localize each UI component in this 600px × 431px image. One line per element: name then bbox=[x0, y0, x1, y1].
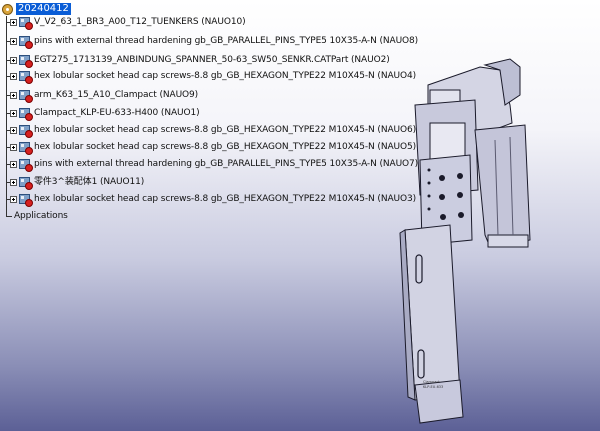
tree-node-label: pins with external thread hardening gb_G… bbox=[34, 159, 419, 169]
tree-node[interactable]: hex lobular socket head cap screws-8.8 g… bbox=[6, 123, 417, 138]
part-icon bbox=[19, 176, 33, 190]
part-icon bbox=[19, 54, 33, 68]
small-hole bbox=[427, 207, 431, 211]
tree-node[interactable]: hex lobular socket head cap screws-8.8 g… bbox=[6, 140, 417, 155]
cylinder-body bbox=[474, 124, 531, 248]
applications-label: Applications bbox=[14, 211, 68, 221]
small-hole bbox=[427, 181, 431, 185]
bolt-hole bbox=[457, 173, 463, 179]
part-icon bbox=[19, 70, 33, 84]
tree-node-label: V_V2_63_1_BR3_A00_T12_TUENKERS (NAUO10) bbox=[34, 17, 246, 27]
tree-node[interactable]: hex lobular socket head cap screws-8.8 g… bbox=[6, 192, 417, 207]
tree-applications[interactable]: Applications bbox=[6, 208, 68, 223]
tree-node-label: hex lobular socket head cap screws-8.8 g… bbox=[34, 142, 417, 152]
slot-hole bbox=[415, 254, 423, 284]
product-icon bbox=[1, 3, 13, 15]
part-icon bbox=[19, 16, 33, 30]
expand-icon[interactable] bbox=[10, 56, 17, 64]
bolt-hole bbox=[439, 194, 445, 200]
bolt-hole bbox=[440, 214, 446, 220]
tree-node-label: hex lobular socket head cap screws-8.8 g… bbox=[34, 125, 417, 135]
tree-node[interactable]: arm_K63_15_A10_Clampact (NAUO9) bbox=[6, 88, 199, 103]
bolt-hole bbox=[439, 175, 445, 181]
expand-icon[interactable] bbox=[10, 72, 17, 80]
arm-side bbox=[399, 229, 416, 401]
tree-node-label: 零件3^装配体1 (NAUO11) bbox=[34, 177, 145, 187]
bolt-hole bbox=[457, 192, 463, 198]
small-hole bbox=[427, 168, 431, 172]
specification-tree: 20240412 V_V2_63_1_BR3_A00_T12_TUENKERS … bbox=[0, 2, 419, 223]
part-icon bbox=[19, 141, 33, 155]
tree-node[interactable]: 零件3^装配体1 (NAUO11) bbox=[6, 175, 145, 190]
part-icon bbox=[19, 89, 33, 103]
3d-model-viewport[interactable]: Clampact KLP-EU-633 bbox=[360, 45, 600, 431]
tree-root-label[interactable]: 20240412 bbox=[16, 3, 71, 15]
expand-icon[interactable] bbox=[10, 126, 17, 134]
tree-connector bbox=[6, 16, 7, 216]
cylinder-cap bbox=[487, 234, 529, 248]
expand-icon[interactable] bbox=[10, 91, 17, 99]
expand-icon[interactable] bbox=[10, 195, 17, 203]
expand-icon[interactable] bbox=[10, 18, 17, 26]
part-icon bbox=[19, 193, 33, 207]
expand-icon[interactable] bbox=[10, 109, 17, 117]
bolt-hole bbox=[458, 212, 464, 218]
part-icon bbox=[19, 124, 33, 138]
tree-node[interactable]: EGT275_1713139_ANBINDUNG_SPANNER_50-63_S… bbox=[6, 53, 390, 68]
tree-node-label: Clampact_KLP-EU-633-H400 (NAUO1) bbox=[34, 108, 200, 118]
tree-node-label: arm_K63_15_A10_Clampact (NAUO9) bbox=[34, 90, 199, 100]
part-icon bbox=[19, 35, 33, 49]
clamp-head-top bbox=[483, 58, 521, 106]
engraving-line-1: Clampact bbox=[423, 380, 440, 384]
tree-node[interactable]: Clampact_KLP-EU-633-H400 (NAUO1) bbox=[6, 106, 200, 121]
tree-node[interactable]: V_V2_63_1_BR3_A00_T12_TUENKERS (NAUO10) bbox=[6, 15, 246, 30]
engraving-line-2: KLP-EU-633 bbox=[423, 385, 443, 389]
small-hole bbox=[427, 194, 431, 198]
expand-icon[interactable] bbox=[10, 160, 17, 168]
tree-node-label: hex lobular socket head cap screws-8.8 g… bbox=[34, 194, 417, 204]
arm-foot bbox=[414, 379, 464, 424]
tree-node-label: pins with external thread hardening gb_G… bbox=[34, 36, 419, 46]
tree-node[interactable]: pins with external thread hardening gb_G… bbox=[6, 157, 419, 172]
tree-node-label: EGT275_1713139_ANBINDUNG_SPANNER_50-63_S… bbox=[34, 55, 390, 65]
tree-node[interactable]: pins with external thread hardening gb_G… bbox=[6, 34, 419, 49]
expand-icon[interactable] bbox=[10, 37, 17, 45]
part-icon bbox=[19, 107, 33, 121]
tree-node-label: hex lobular socket head cap screws-8.8 g… bbox=[34, 71, 417, 81]
expand-icon[interactable] bbox=[10, 178, 17, 186]
expand-icon[interactable] bbox=[10, 143, 17, 151]
tree-node[interactable]: hex lobular socket head cap screws-8.8 g… bbox=[6, 69, 417, 84]
part-icon bbox=[19, 158, 33, 172]
slot-hole bbox=[417, 349, 425, 379]
tree-root[interactable]: 20240412 bbox=[0, 2, 71, 16]
